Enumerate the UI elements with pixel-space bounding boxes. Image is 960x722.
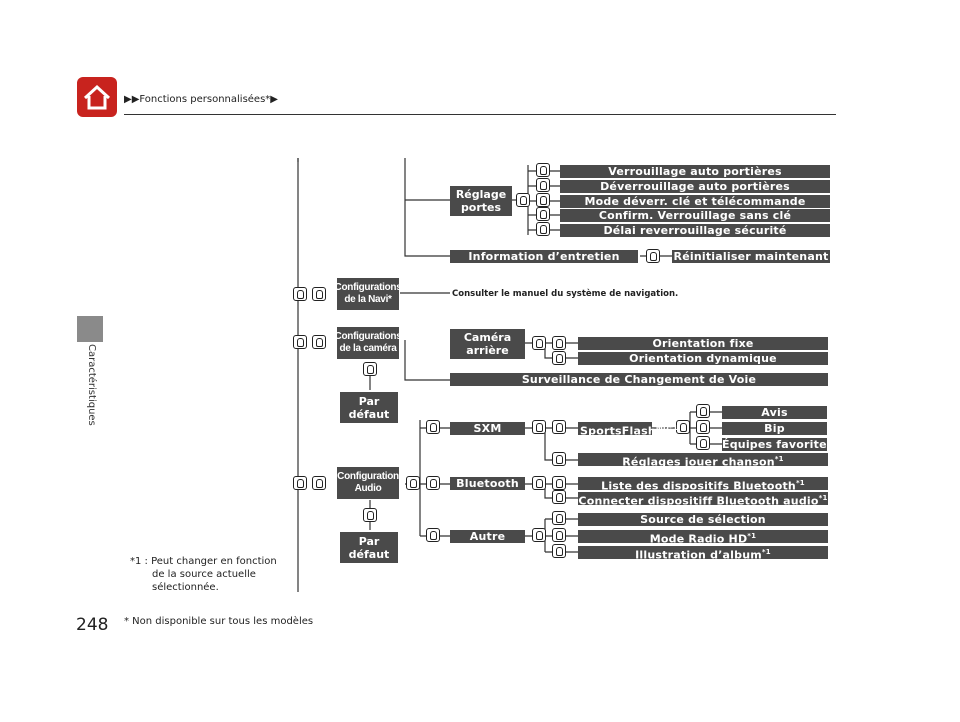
dial-icon (532, 528, 546, 542)
portes-item-3[interactable]: Mode déverr. clé et télécommande (560, 195, 830, 208)
footnote-1-line3: sélectionnée. (152, 582, 219, 593)
beep-item[interactable]: Bip (722, 422, 827, 435)
footnote-1-line2: de la source actuelle (152, 569, 256, 580)
press-icon (312, 476, 326, 490)
album-art-item[interactable]: Illustration d’album*1 (578, 546, 828, 562)
navi-settings-button[interactable]: Configurations de la Navi* (335, 278, 402, 310)
press-icon (696, 420, 710, 434)
press-icon (363, 362, 377, 376)
camera-settings-button[interactable]: Configurations de la caméra (335, 327, 402, 359)
favorite-teams-item[interactable]: Équipes favorites (722, 438, 834, 451)
home-icon[interactable] (77, 77, 117, 117)
dial-icon (293, 287, 307, 301)
sxm-button[interactable]: SXM (450, 422, 525, 435)
page-number: 248 (76, 615, 109, 635)
press-icon (312, 287, 326, 301)
press-icon (552, 528, 566, 542)
bluetooth-button[interactable]: Bluetooth (450, 477, 525, 490)
portes-item-4[interactable]: Confirm. Verrouillage sans clé (560, 209, 830, 222)
press-icon (312, 335, 326, 349)
press-icon (363, 508, 377, 522)
press-icon (536, 178, 550, 192)
audio-settings-button[interactable]: Configuration Audio (337, 467, 399, 499)
dial-icon (532, 336, 546, 350)
fixed-orientation-item[interactable]: Orientation fixe (578, 337, 828, 350)
press-icon (696, 436, 710, 450)
dial-icon (516, 193, 530, 207)
press-icon (646, 249, 660, 263)
alerts-item[interactable]: Avis (722, 406, 827, 419)
press-icon (552, 476, 566, 490)
rear-camera-button[interactable]: Caméra arrière (450, 329, 525, 359)
dial-icon (293, 335, 307, 349)
sportsflash-item[interactable]: SportsFlashMD*1 (578, 422, 678, 438)
bt-device-list-item[interactable]: Liste des dispositifs Bluetooth*1 (578, 477, 828, 493)
press-icon (426, 420, 440, 434)
press-icon (552, 544, 566, 558)
dynamic-orientation-item[interactable]: Orientation dynamique (578, 352, 828, 365)
door-setting-button[interactable]: Réglage portes (450, 186, 512, 216)
breadcrumb[interactable]: ▶▶Fonctions personnalisées*▶ (124, 94, 278, 105)
press-icon (536, 193, 550, 207)
press-icon (552, 336, 566, 350)
press-icon (426, 528, 440, 542)
dial-icon (406, 476, 420, 490)
press-icon (426, 476, 440, 490)
portes-item-2[interactable]: Déverrouillage auto portières (560, 180, 830, 193)
footnote-asterisk: * Non disponible sur tous les modèles (124, 616, 314, 627)
portes-item-5[interactable]: Délai reverrouillage sécurité (560, 224, 830, 237)
header-divider (124, 114, 836, 115)
press-icon (552, 351, 566, 365)
dial-icon (676, 420, 690, 434)
press-icon (552, 452, 566, 466)
press-icon (552, 420, 566, 434)
dial-icon (293, 476, 307, 490)
maintenance-info-button[interactable]: Information d’entretien (450, 250, 638, 263)
song-settings-item[interactable]: Réglages jouer chanson*1 (578, 453, 828, 469)
portes-item-1[interactable]: Verrouillage auto portières (560, 165, 830, 178)
dial-icon (532, 420, 546, 434)
bt-connect-item[interactable]: Connecter dispositiff Bluetooth audio*1 (578, 492, 828, 508)
default-button[interactable]: Par défaut (340, 392, 398, 423)
press-icon (552, 511, 566, 525)
footnote-1: *1 : Peut changer en fonction (130, 556, 277, 567)
other-button[interactable]: Autre (450, 530, 525, 543)
reset-now-button[interactable]: Réinitialiser maintenant (672, 250, 830, 263)
press-icon (536, 207, 550, 221)
press-icon (552, 490, 566, 504)
press-icon (536, 163, 550, 177)
hd-radio-item[interactable]: Mode Radio HD*1 (578, 530, 828, 546)
press-icon (536, 222, 550, 236)
press-icon (696, 404, 710, 418)
section-label: Caractéristiques (86, 344, 97, 426)
dial-icon (532, 476, 546, 490)
source-select-item[interactable]: Source de sélection (578, 513, 828, 526)
navi-note: Consulter le manuel du système de naviga… (452, 289, 679, 299)
section-tab (77, 316, 103, 342)
lane-watch-item[interactable]: Surveillance de Changement de Voie (450, 373, 828, 386)
default-button-audio[interactable]: Par défaut (340, 532, 398, 563)
